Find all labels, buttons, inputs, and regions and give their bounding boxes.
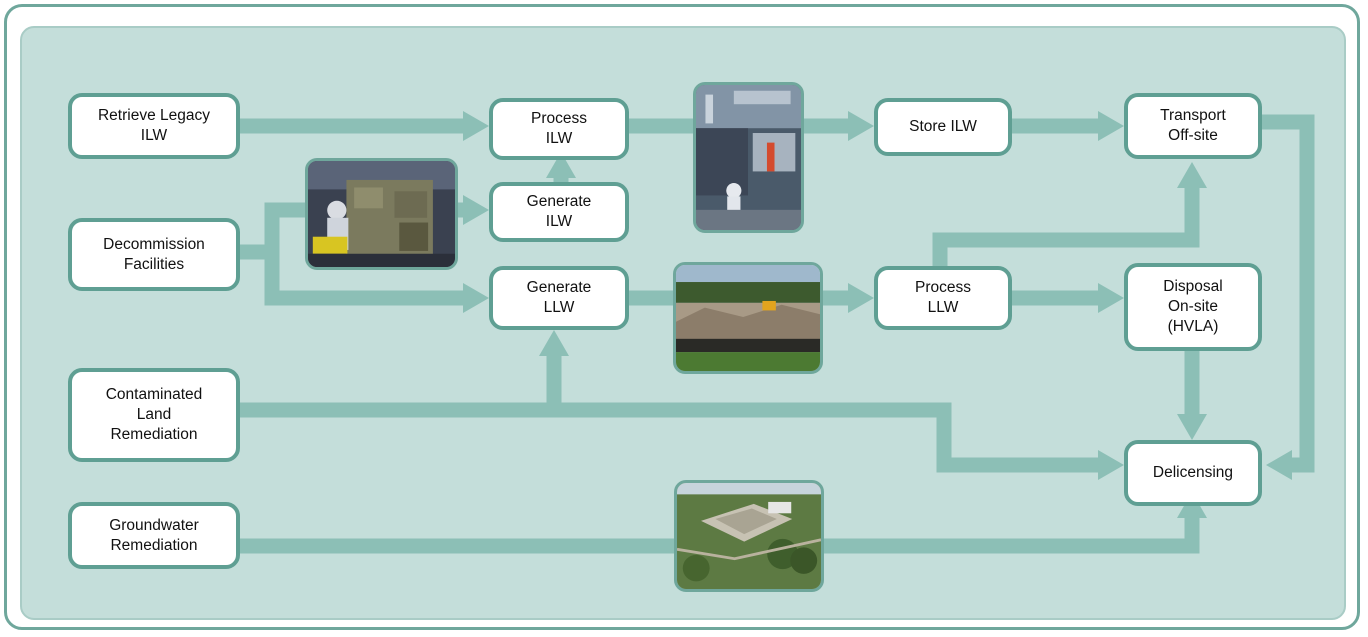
- node-disposal-onsite: Disposal On-site (HVLA): [1124, 263, 1262, 351]
- node-generate-llw: Generate LLW: [489, 266, 629, 330]
- node-process-llw: Process LLW: [874, 266, 1012, 330]
- node-transport-offsite: Transport Off-site: [1124, 93, 1262, 159]
- node-process-ilw: Process ILW: [489, 98, 629, 160]
- node-retrieve-legacy-ilw: Retrieve Legacy ILW: [68, 93, 240, 159]
- arrow-decommission-to-generate-llw: [264, 252, 489, 313]
- demolition-photo: [673, 262, 823, 374]
- node-contaminated-land-remediation: Contaminated Land Remediation: [68, 368, 240, 462]
- arrow-transport-to-delicensing: [1260, 114, 1315, 480]
- node-delicensing: Delicensing: [1124, 440, 1262, 506]
- node-store-ilw: Store ILW: [874, 98, 1012, 156]
- node-groundwater-remediation: Groundwater Remediation: [68, 502, 240, 569]
- arrow-groundwater-to-delicensing: [240, 492, 1207, 554]
- arrow-process-llw-to-transport: [932, 162, 1207, 268]
- groundwater-photo: [674, 480, 824, 592]
- ilw-facility-photo: [693, 82, 804, 233]
- node-generate-ilw: Generate ILW: [489, 182, 629, 242]
- arrow-contaminated-to-delicensing: [240, 402, 1124, 480]
- node-decommission-facilities: Decommission Facilities: [68, 218, 240, 291]
- decommission-photo: [305, 158, 458, 270]
